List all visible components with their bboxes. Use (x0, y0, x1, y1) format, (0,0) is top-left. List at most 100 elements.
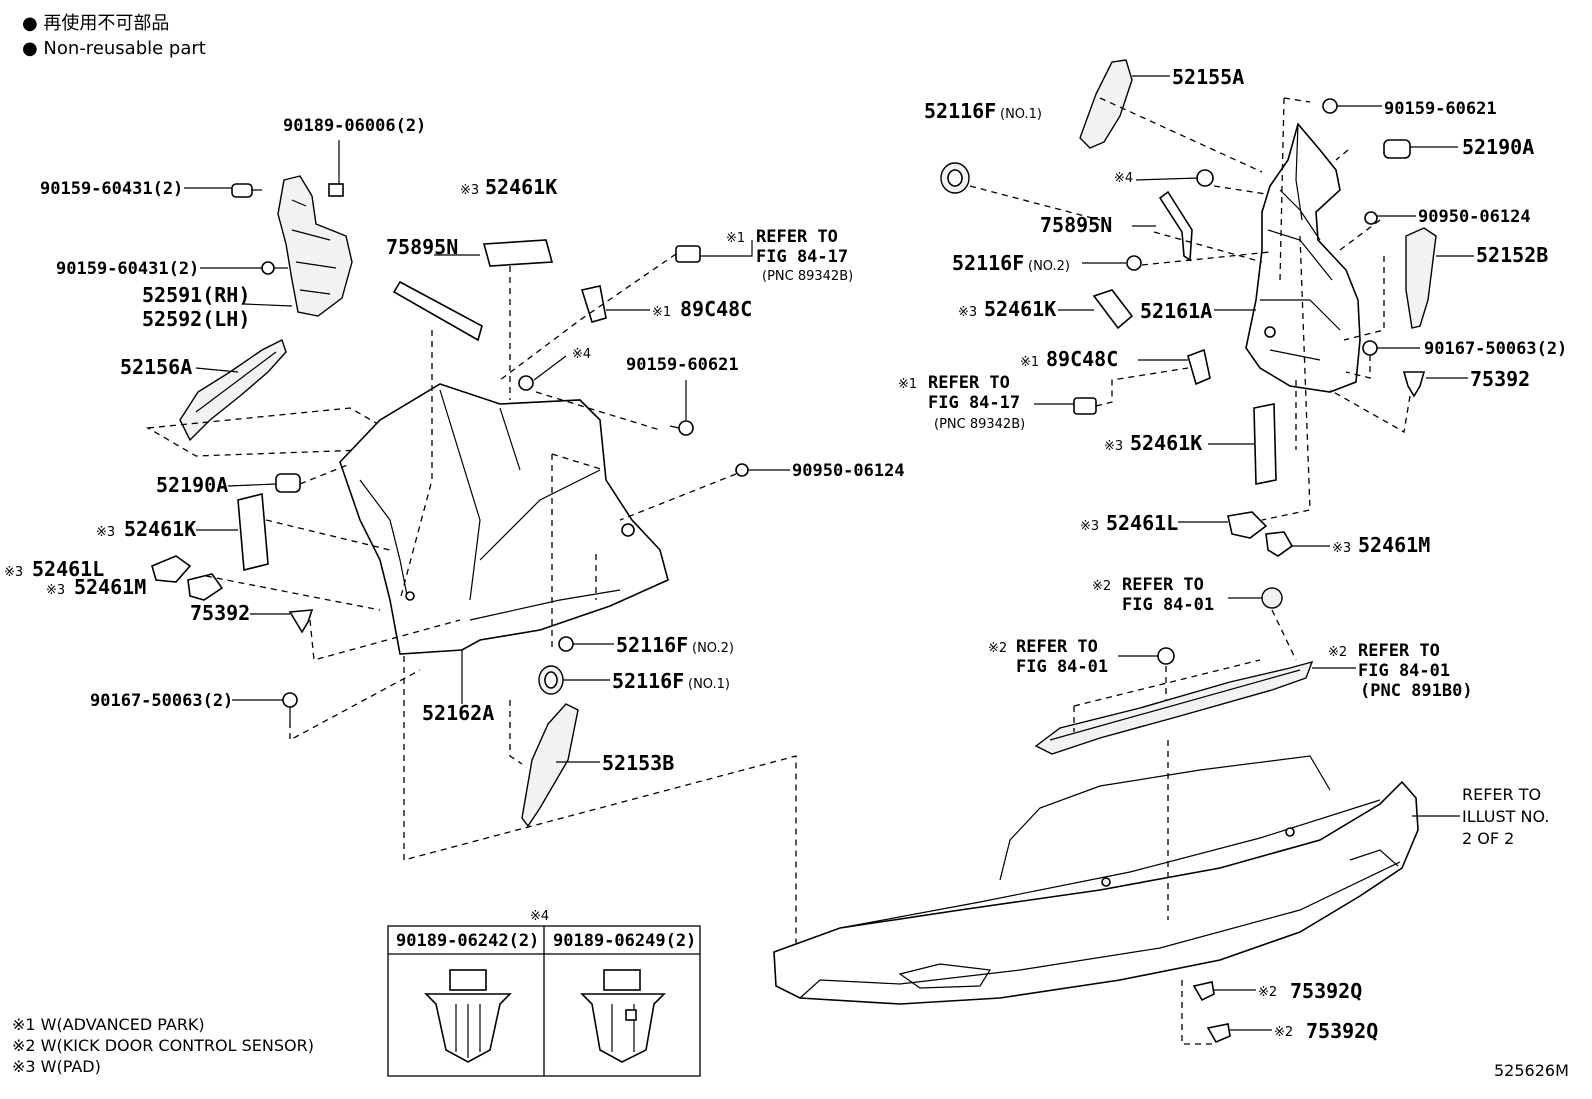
rear-bumper-cover (773, 755, 1419, 1005)
label-90167-50063-right: 90167-50063(2) (1424, 339, 1567, 359)
pin-75392-right (1402, 371, 1426, 398)
label-52161A: 52161A (1140, 299, 1212, 323)
mark-1-89C48C-right: ※1 (1020, 355, 1039, 370)
label-75895N-left: 75895N (386, 235, 458, 259)
label-no2-left: (NO.2) (692, 641, 734, 656)
screw-90167-50063-left (282, 692, 298, 722)
pad-52461M-left (187, 573, 224, 601)
label-no1-right: (NO.1) (1000, 107, 1042, 122)
mark-1-89C48C-left: ※1 (652, 305, 671, 320)
bracket-52156A (179, 339, 287, 442)
sensor-89C48C-left (580, 285, 607, 323)
label-90950-06124-right: 90950-06124 (1418, 207, 1531, 227)
label-52155A: 52155A (1172, 65, 1244, 89)
pad-52461K-right-b (1253, 403, 1277, 485)
refer-84-01-a1: REFER TO (1122, 575, 1204, 595)
label-52461L-right: 52461L (1106, 511, 1178, 535)
clip-right-mark4 (1196, 169, 1214, 187)
mark-3-52461K-right-b: ※3 (1104, 439, 1123, 454)
label-52461K-right-b: 52461K (1130, 431, 1202, 455)
mark-2-refer-c: ※2 (1328, 645, 1347, 660)
mark-3-52461L-left: ※3 (4, 565, 23, 580)
refer-84-17-right-a: REFER TO (928, 373, 1010, 393)
drawing-id: 525626M (1494, 1061, 1569, 1080)
retainer-52116F-no2-left (558, 636, 574, 652)
pin-75392Q-a (1192, 981, 1215, 1002)
nut-90189-06006 (328, 183, 344, 197)
label-75392-left: 75392 (190, 601, 250, 625)
refer-84-17-left-a: REFER TO (756, 227, 838, 247)
label-52461M-right: 52461M (1358, 533, 1430, 557)
footnote-1: ※1 W(ADVANCED PARK) (12, 1015, 205, 1034)
retainer-52116F-no1-left (538, 665, 564, 695)
side-panel-52162A (339, 383, 669, 655)
clip-table-mark: ※4 (530, 909, 549, 924)
label-52116F-no2-left: 52116F (616, 633, 688, 657)
label-52116F-no1-left: 52116F (612, 669, 684, 693)
pin-75392-left (288, 609, 314, 634)
label-89C48C-right: 89C48C (1046, 347, 1118, 371)
clip-table-col1: 90189-06242(2) (396, 931, 539, 951)
mark-2-75392Q-b: ※2 (1274, 1025, 1293, 1040)
mark-3-52461K-right-a: ※3 (958, 305, 977, 320)
screw-90159-60621-right (1322, 98, 1338, 114)
label-90189-06006: 90189-06006(2) (283, 116, 426, 136)
mark-3-52461M-right: ※3 (1332, 541, 1351, 556)
refer-illust-3: 2 OF 2 (1462, 829, 1514, 848)
label-no1-left: (NO.1) (688, 677, 730, 692)
mark-3-52461L-right: ※3 (1080, 519, 1099, 534)
grommet-90950-06124-left (735, 463, 749, 477)
clip-table-col2: 90189-06249(2) (553, 931, 696, 951)
label-52153B: 52153B (602, 751, 674, 775)
bracket-52153B (521, 703, 579, 828)
pad-52461K-top (482, 239, 554, 267)
refer-84-17-left-b: FIG 84-17 (756, 247, 848, 267)
refer-84-17-right-b: FIG 84-17 (928, 393, 1020, 413)
label-52591: 52591(RH) (142, 283, 250, 307)
label-52152B: 52152B (1476, 243, 1548, 267)
clip-90189-06249 (580, 969, 666, 1063)
label-52190A-right: 52190A (1462, 135, 1534, 159)
clip-table: ※4 90189-06242(2) 90189-06249(2) (387, 909, 701, 1077)
screw-90159-60431-a (231, 183, 262, 198)
clip-90189-06242 (424, 969, 512, 1063)
mark-2-75392Q-a: ※2 (1258, 985, 1277, 1000)
refer-84-17-left-c: (PNC 89342B) (762, 269, 853, 284)
pad-52461M-right (1265, 531, 1294, 557)
label-90950-06124-left: 90950-06124 (792, 461, 905, 481)
mark-4-left: ※4 (572, 347, 591, 362)
label-52461M-left: 52461M (74, 575, 146, 599)
connector-refer-84-17-left (675, 245, 701, 263)
label-89C48C-left: 89C48C (680, 297, 752, 321)
label-52592: 52592(LH) (142, 307, 250, 331)
pad-52461L-right (1227, 511, 1268, 539)
refer-illust-1: REFER TO (1462, 785, 1541, 804)
footnote-2: ※2 W(KICK DOOR CONTROL SENSOR) (12, 1036, 314, 1055)
grommet-90950-06124-right (1364, 211, 1378, 225)
refer-84-01-b2: FIG 84-01 (1016, 657, 1108, 677)
side-panel-52161A (1245, 122, 1361, 393)
label-52190A-left: 52190A (156, 473, 228, 497)
mark-3-52461K-left: ※3 (96, 525, 115, 540)
label-52461L-left: 52461L (32, 557, 104, 581)
retainer-52116F-no1-right (940, 162, 970, 194)
footnote-3: ※3 W(PAD) (12, 1057, 101, 1076)
label-75392Q-a: 75392Q (1290, 979, 1362, 1003)
clip-left-mark4 (518, 375, 534, 391)
screw-90159-60431-b (261, 261, 288, 275)
label-52461K-left: 52461K (124, 517, 196, 541)
mark-1-refer-right: ※1 (898, 377, 917, 392)
bracket-52155A (1079, 59, 1133, 149)
bracket-52152B (1405, 227, 1437, 329)
mark-3-52461M-left: ※3 (46, 583, 65, 598)
strip-75895N-left (392, 280, 483, 342)
refer-84-17-right-c: (PNC 89342B) (934, 417, 1025, 432)
pad-52461L-left (151, 555, 192, 583)
mark-2-refer-a: ※2 (1092, 579, 1111, 594)
refer-84-01-c3: (PNC 891B0) (1360, 681, 1473, 701)
kick-sensor-bracket (1034, 647, 1314, 755)
legend-non-reusable-jp: ● 再使用不可部品 (22, 13, 169, 34)
strip-75895N-right (1158, 190, 1193, 262)
label-52461K-right-a: 52461K (984, 297, 1056, 321)
bracket-52591-52592 (277, 175, 353, 317)
